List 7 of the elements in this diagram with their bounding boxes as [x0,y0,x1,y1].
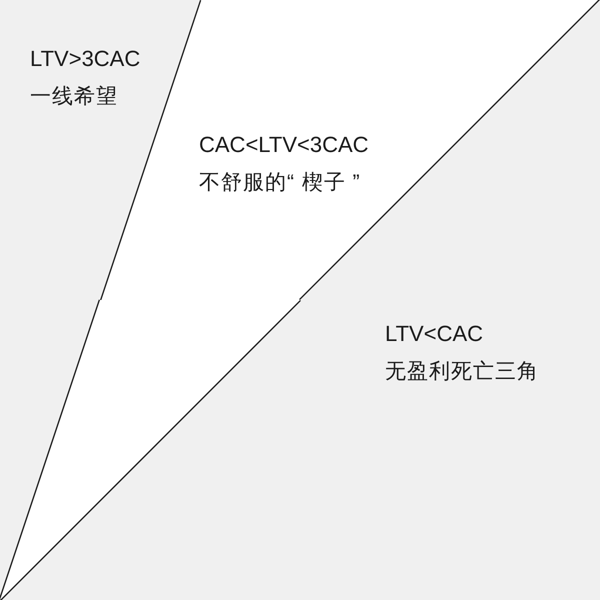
left-wedge-region [0,0,200,600]
condition-text: LTV<CAC [385,321,484,348]
condition-text: LTV>3CAC [30,46,140,72]
region-title: 不舒服的“ 楔子 ” [199,170,361,196]
region-title: 无盈利死亡三角 [385,359,539,384]
condition-text: CAC<LTV<3CAC [199,132,369,158]
region-title: 一线希望 [30,84,118,110]
